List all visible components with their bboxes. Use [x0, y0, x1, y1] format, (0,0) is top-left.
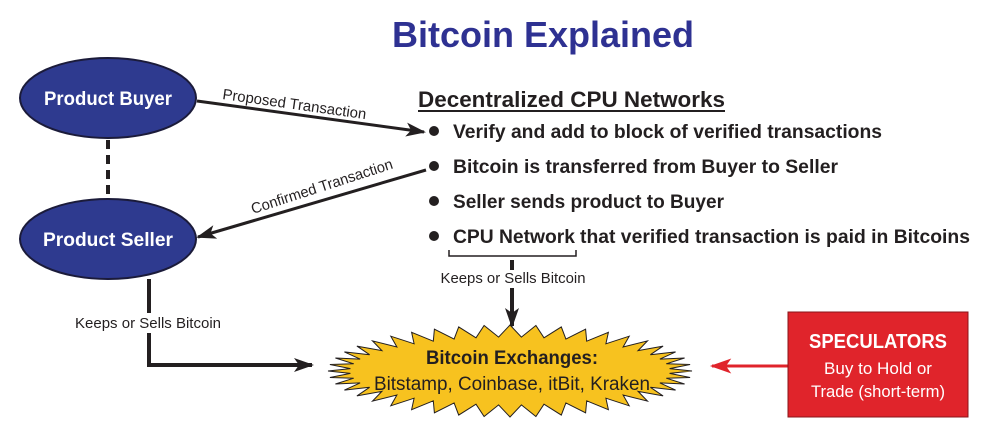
- seller-keeps-label: Keeps or Sells Bitcoin: [75, 315, 221, 332]
- network-bullet: Bitcoin is transferred from Buyer to Sel…: [453, 157, 839, 178]
- diagram-title: Bitcoin Explained: [392, 14, 694, 55]
- network-bullet: that verified transaction is paid in Bit…: [580, 227, 970, 248]
- proposed-transaction-label: Proposed Transaction: [221, 86, 367, 123]
- bullet-icon: [429, 231, 439, 241]
- exchanges-heading: Bitcoin Exchanges:: [426, 348, 598, 369]
- speculators-heading: SPECULATORS: [809, 331, 947, 353]
- proposed-transaction-arrow: [196, 99, 426, 137]
- product-seller-label: Product Seller: [43, 230, 174, 251]
- network-bullet: Verify and add to block of verified tran…: [453, 122, 882, 143]
- bitcoin-exchanges-burst: Bitcoin Exchanges: Bitstamp, Coinbase, i…: [327, 324, 693, 418]
- network-keeps-label: Keeps or Sells Bitcoin: [441, 270, 586, 287]
- bullet-icon: [429, 161, 439, 171]
- cpu-network-bracket: [448, 250, 577, 257]
- confirmed-transaction-arrow: [196, 168, 427, 239]
- cpu-network-term: CPU Network: [453, 227, 575, 248]
- product-buyer-node: Product Buyer: [19, 57, 197, 139]
- speculators-line1: Buy to Hold or: [824, 359, 932, 378]
- bullet-icon: [429, 126, 439, 136]
- bullet-icon: [429, 196, 439, 206]
- speculators-line2: Trade (short-term): [811, 382, 945, 401]
- product-buyer-label: Product Buyer: [44, 89, 173, 110]
- product-seller-node: Product Seller: [19, 198, 197, 280]
- speculators-box: SPECULATORS Buy to Hold or Trade (short-…: [787, 311, 969, 418]
- network-heading: Decentralized CPU Networks: [418, 87, 725, 112]
- network-bullet: Seller sends product to Buyer: [453, 192, 725, 213]
- exchanges-list: Bitstamp, Coinbase, itBit, Kraken: [374, 374, 650, 395]
- seller-to-exchange-arrow: [147, 279, 314, 372]
